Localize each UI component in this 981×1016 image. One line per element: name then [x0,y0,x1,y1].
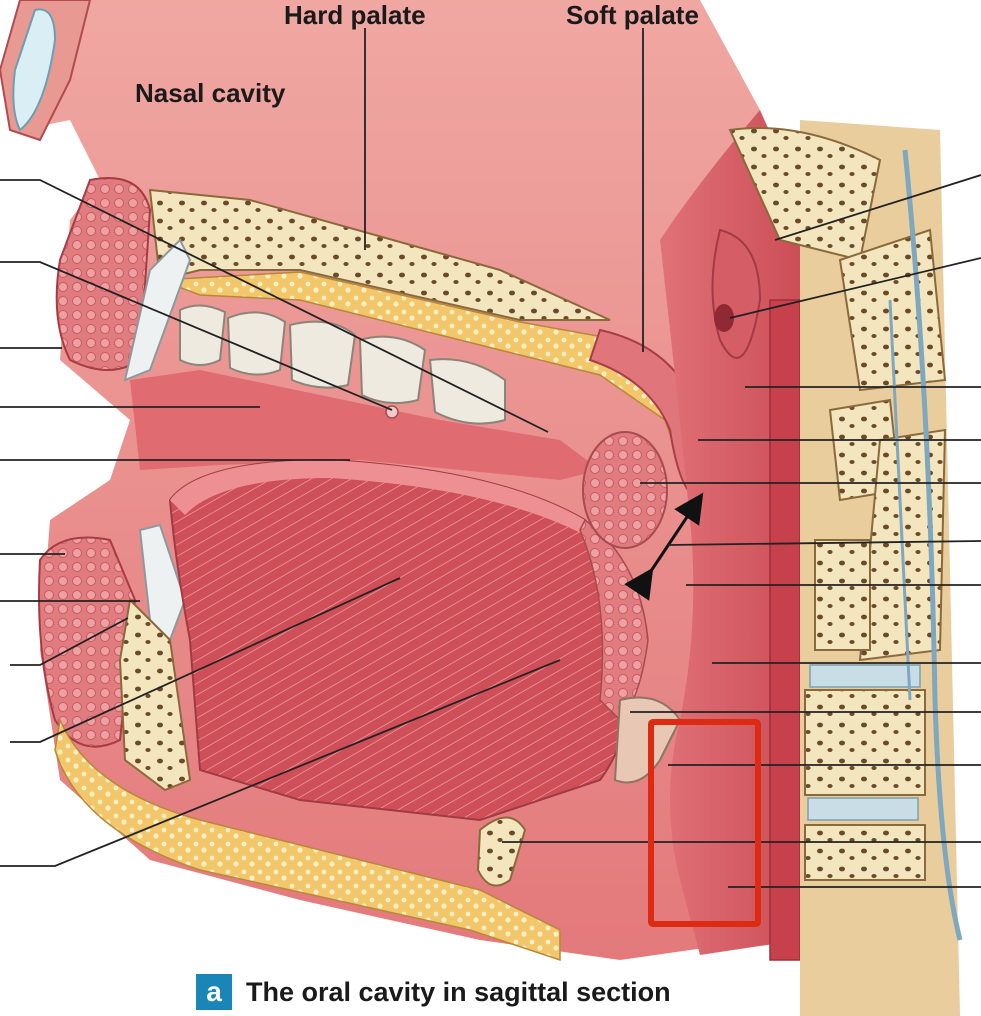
nasal-cartilage [12,8,57,132]
pharyngeal-wall-muscle [769,299,801,961]
leader-lines [0,28,981,888]
lower-lip [38,536,137,748]
hyoid-bone [476,816,527,887]
fauces-arrow [624,492,704,601]
vertebral-column [728,120,963,1016]
upper-incisor [123,238,192,382]
highlight-box [648,719,761,927]
pharynx [660,110,800,955]
epiglottis [613,696,682,784]
figure-caption: a The oral cavity in sagittal section [196,972,671,1012]
nasal-cavity-label: Nasal cavity [135,78,286,108]
tube-orifice [714,304,734,332]
caption-text: The oral cavity in sagittal section [246,976,671,1007]
soft-palate-label: Soft palate [566,0,699,30]
mandible [118,597,192,792]
tongue-surface [170,460,610,550]
oral-cavity [130,370,600,480]
upper-lip [55,177,152,371]
lower-incisor [138,523,187,642]
chin-fat-layer [54,717,561,962]
hard-palate-label: Hard palate [284,0,426,30]
caption-badge: a [196,974,232,1010]
palatine-tonsil [582,431,668,549]
